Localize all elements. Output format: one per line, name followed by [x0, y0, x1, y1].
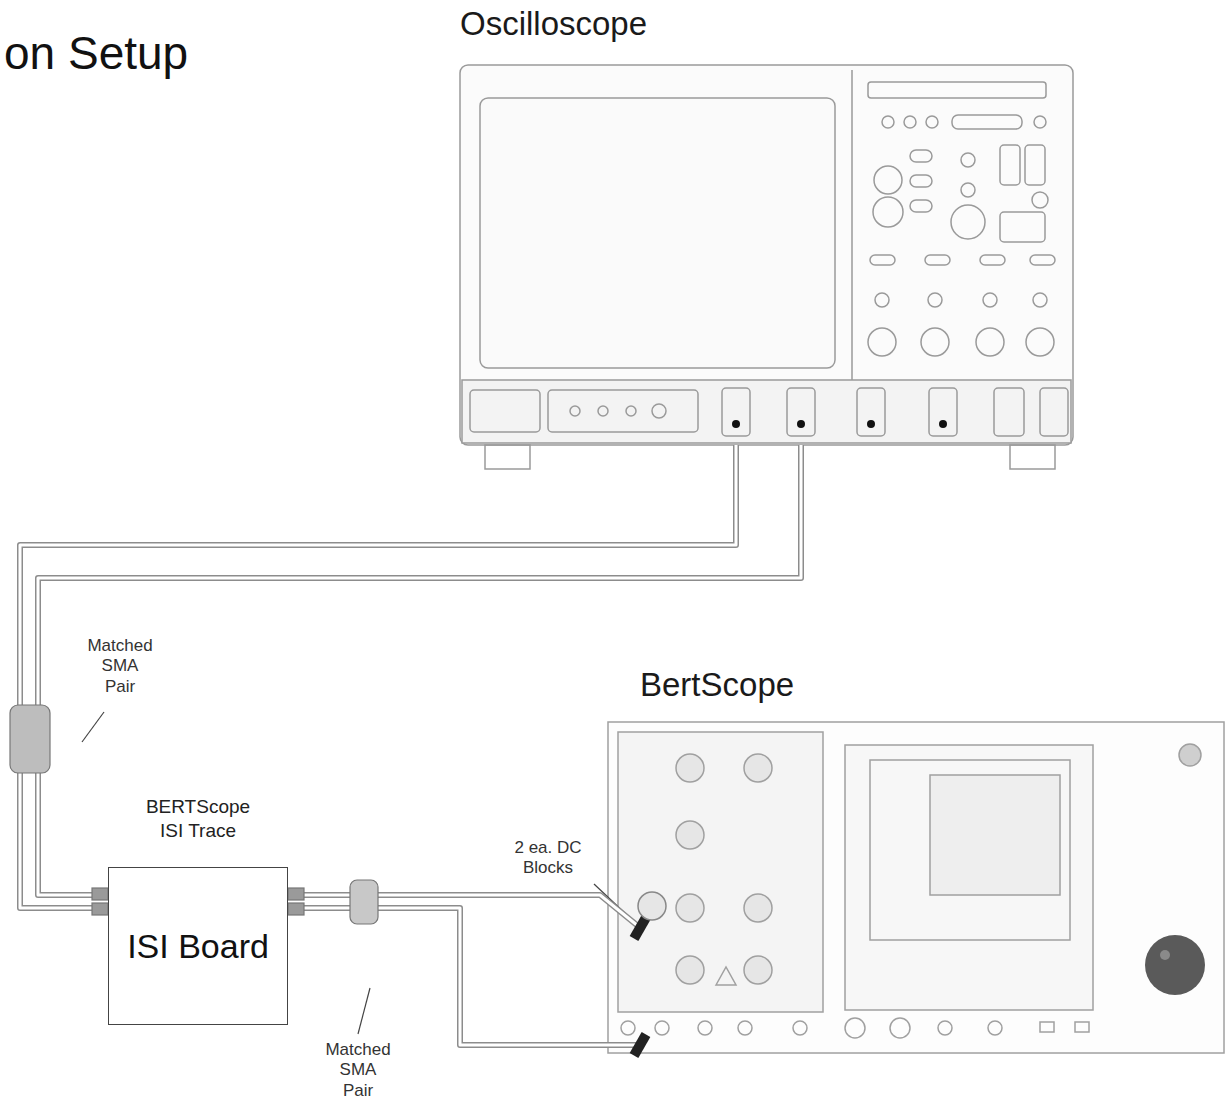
callout-label: 2 ea. DC Blocks [500, 838, 596, 879]
page-title: on Setup [4, 26, 188, 80]
board-heading: BERTScope ISI Trace [133, 795, 263, 843]
board-outline: ISI Board [108, 867, 288, 1025]
callout-label: Matched SMA Pair [86, 636, 154, 697]
instrument-name: BertScope [640, 666, 1224, 704]
isi-board: BERTScope ISI TraceISI Board [108, 795, 288, 1025]
instrument-name: Oscilloscope [460, 5, 1073, 43]
instrument: Oscilloscope [460, 5, 1073, 445]
sma-cable-pair [288, 895, 638, 1045]
callout-label: Matched SMA Pair [324, 1040, 392, 1101]
board-name: ISI Board [127, 926, 269, 967]
instrument: BertScope [608, 666, 1224, 1053]
